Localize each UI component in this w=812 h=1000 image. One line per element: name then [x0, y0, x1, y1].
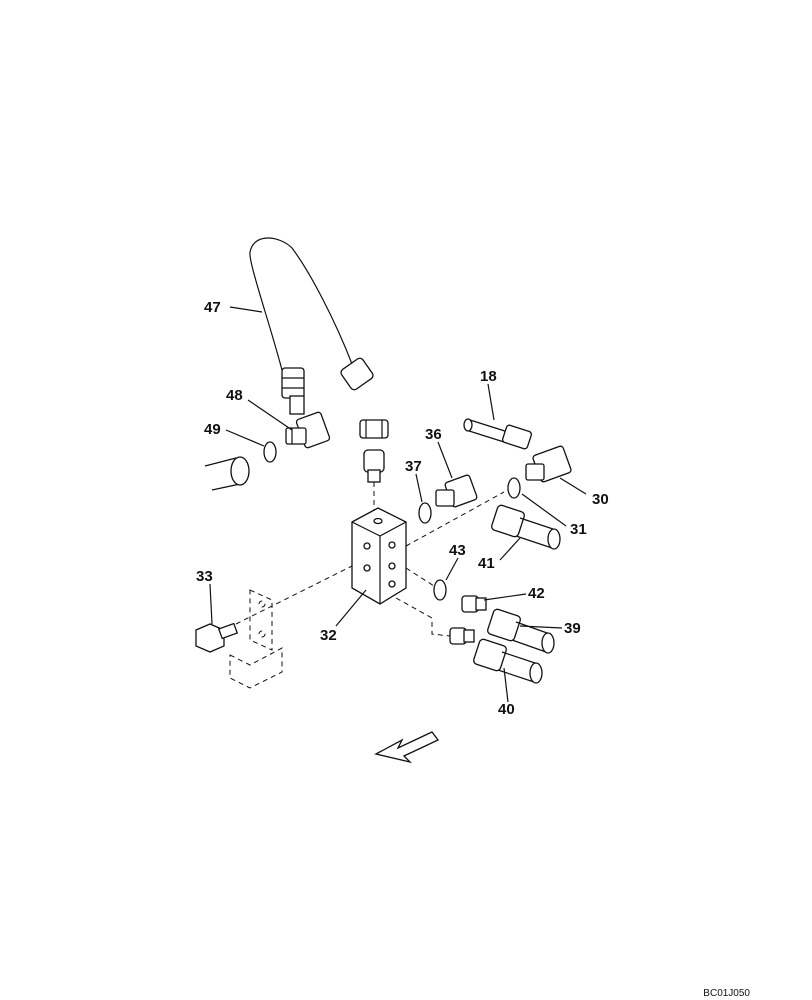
callout-49: 49 — [204, 421, 221, 438]
o-ring-31 — [507, 477, 521, 499]
callout-30: 30 — [592, 491, 609, 508]
callout-47: 47 — [204, 299, 221, 316]
hose-end-39 — [487, 608, 555, 654]
callout-33: 33 — [196, 568, 213, 585]
callout-36: 36 — [425, 426, 442, 443]
elbow-fitting-48 — [285, 411, 331, 449]
o-ring-49 — [263, 441, 277, 463]
callout-37: 37 — [405, 458, 422, 475]
hose-end-41 — [491, 504, 561, 550]
callout-43: 43 — [449, 542, 466, 559]
mounting-bracket — [229, 589, 283, 689]
callout-31: 31 — [570, 521, 587, 538]
elbow-fitting-30 — [525, 445, 572, 483]
o-ring-43 — [433, 579, 447, 601]
callout-42: 42 — [528, 585, 545, 602]
tube-18 — [463, 418, 533, 450]
figure-id: BC01J050 — [703, 988, 750, 999]
callout-48: 48 — [226, 387, 243, 404]
o-ring-37 — [418, 502, 432, 524]
hose-47 — [244, 233, 389, 439]
adapter-fitting — [363, 449, 385, 483]
valve-block-32 — [351, 507, 407, 605]
pipe-stub — [204, 456, 250, 491]
fitting-36 — [435, 474, 478, 508]
hose-end-40 — [473, 638, 543, 684]
bolt-33 — [195, 622, 239, 653]
leader-lines — [209, 306, 587, 703]
nipple-lower — [449, 627, 475, 645]
nipple-42 — [461, 595, 487, 613]
callout-18: 18 — [480, 368, 497, 385]
callout-39: 39 — [564, 620, 581, 637]
callout-32: 32 — [320, 627, 337, 644]
callout-40: 40 — [498, 701, 515, 718]
direction-arrow — [374, 731, 439, 764]
callout-41: 41 — [478, 555, 495, 572]
